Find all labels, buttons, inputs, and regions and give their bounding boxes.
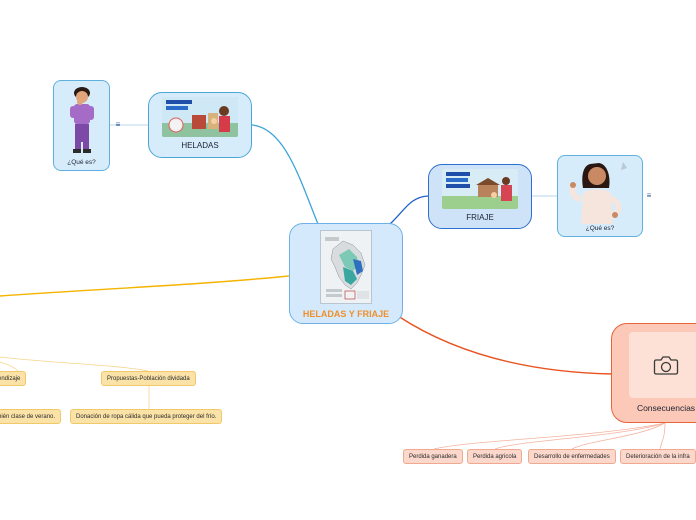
friaje-label: FRIAJE (466, 213, 494, 222)
propuestas-node[interactable]: Propuestas-Población dividada (101, 371, 196, 386)
heladas-illustration (162, 97, 238, 137)
deterioracion-infraestructura-node[interactable]: Deterioración de la infra (620, 449, 696, 464)
link-conseq-agricola (494, 422, 666, 450)
person-thinking-illustration (569, 162, 627, 224)
consecuencias-label: Consecuencias (636, 403, 696, 413)
link-conseq-ganadera (433, 422, 666, 450)
link-central-heladas (251, 124, 319, 225)
consecuencias-node[interactable]: Consecuencias (611, 323, 696, 423)
friaje-illustration (442, 169, 518, 209)
perdida-agricola-node[interactable]: Perdida agricola (467, 449, 523, 464)
link-yellow-sub (0, 356, 149, 372)
link-central-yellow (0, 275, 290, 297)
notes-icon[interactable]: ≡ (115, 120, 121, 129)
clase-verano-node[interactable]: bién clase de verano. (0, 409, 62, 424)
camera-icon (653, 356, 679, 375)
que-es-friaje-node[interactable]: ¿Qué es? (557, 155, 643, 237)
que-es-label: ¿Qué es? (585, 225, 615, 232)
link-conseq-infra (659, 422, 666, 450)
link-central-friaje (389, 195, 429, 225)
central-topic-label: HELADAS Y FRIAJE (302, 309, 390, 319)
link-conseq-enfermedades (571, 422, 666, 450)
aprendizaje-node[interactable]: endizaje (0, 371, 27, 386)
friaje-node[interactable]: FRIAJE (428, 164, 532, 229)
heladas-node[interactable]: HELADAS (148, 92, 252, 158)
que-es-heladas-node[interactable]: ¿Qué es? (53, 80, 110, 171)
desarrollo-enfermedades-node[interactable]: Desarrollo de enfermedades (528, 449, 616, 464)
image-placeholder (629, 332, 696, 398)
perdida-ganadera-node[interactable]: Perdida ganadera (403, 449, 463, 464)
central-topic-node[interactable]: HELADAS Y FRIAJE (289, 223, 403, 324)
link-central-consecuencias (397, 315, 613, 375)
notes-icon[interactable]: ≡ (646, 191, 652, 200)
link-yellow-left (0, 361, 19, 372)
que-es-label: ¿Qué es? (67, 159, 96, 166)
peru-map-image (320, 230, 372, 304)
heladas-label: HELADAS (181, 141, 219, 150)
donacion-node[interactable]: Donación de ropa cálida que pueda proteg… (70, 409, 223, 424)
person-cold-illustration (69, 87, 94, 153)
